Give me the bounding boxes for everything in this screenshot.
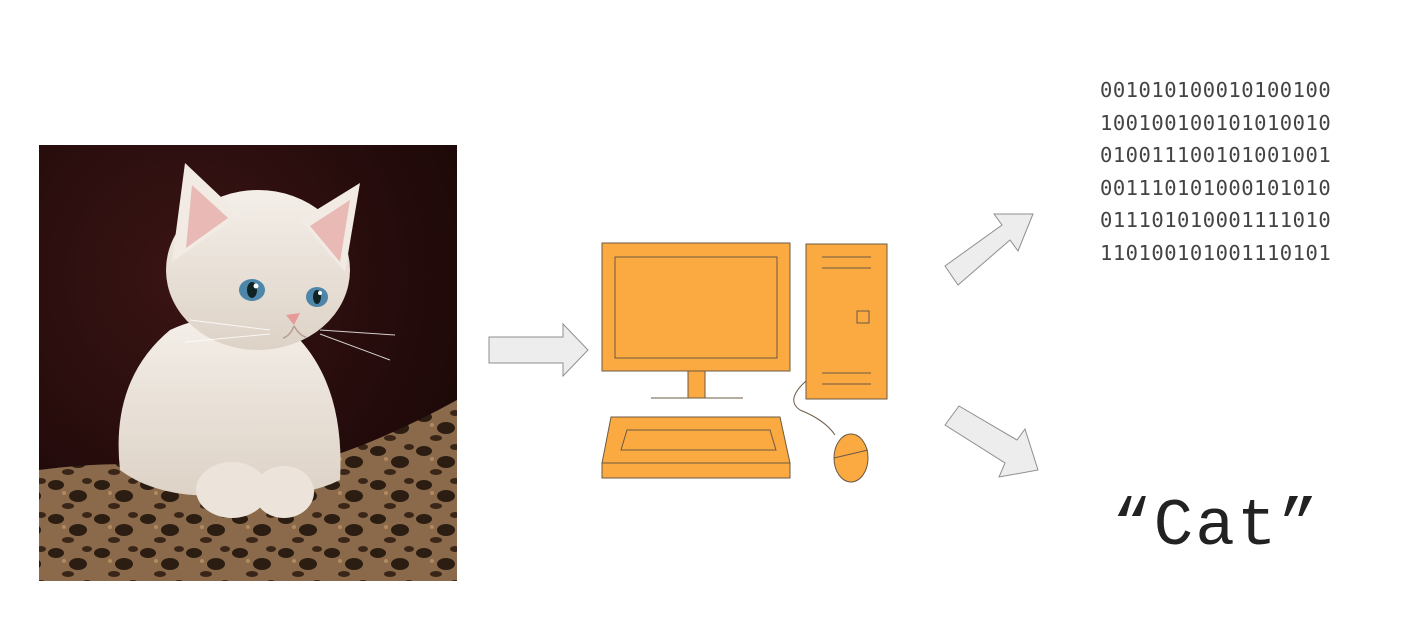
input-arrow [488,322,589,378]
label-output-arrow [944,405,1039,478]
binary-output: 001010100010100100 100100100101010010 01… [1100,74,1331,270]
binary-line: 011101010001111010 [1100,208,1332,233]
kitten-photo [39,145,457,581]
binary-line: 010011100101001001 [1100,143,1332,168]
classification-label: “Cat” [1112,489,1321,564]
tower-icon [805,243,888,400]
binary-line: 001110101000101010 [1100,175,1332,200]
computer-icon [601,242,888,483]
binary-line: 001010100010100100 [1100,78,1332,102]
binary-output-arrow [944,213,1034,286]
binary-line: 110100101001110101 [1100,240,1332,265]
mouse-icon [833,433,869,483]
binary-line: 100100100101010010 [1100,110,1332,135]
